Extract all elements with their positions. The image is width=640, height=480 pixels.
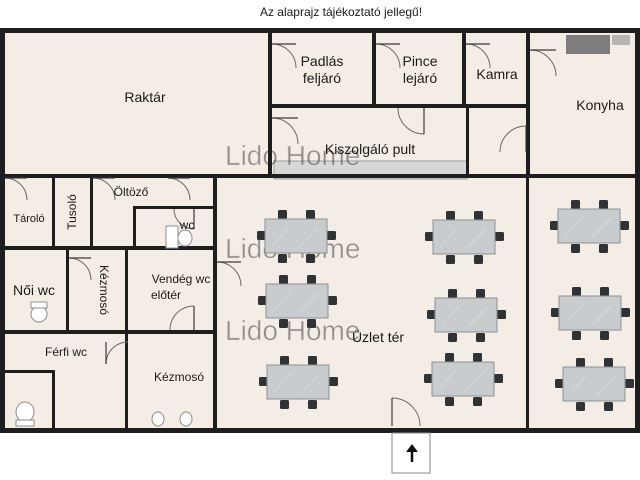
dining-tables — [257, 200, 634, 411]
disclaimer-text: Az alaprajz tájékoztató jellegű! — [260, 5, 422, 19]
label-kezmoso: Kézmosó — [154, 370, 204, 384]
label-raktar: Raktár — [124, 89, 166, 105]
label-vendeg-1: Vendég wc — [152, 272, 211, 286]
label-wc: wc — [179, 218, 195, 232]
up-arrow-icon — [406, 444, 418, 462]
walls — [0, 28, 640, 433]
dining-table-icon — [427, 289, 506, 342]
label-pince-1: Pince — [402, 53, 437, 69]
dining-table-icon — [424, 353, 503, 406]
dining-table-icon — [257, 210, 336, 263]
label-kezmoso-vertical: Kézmosó — [97, 265, 111, 315]
label-padlas-2: feljáró — [303, 70, 341, 86]
label-noi-wc: Női wc — [13, 282, 55, 298]
cooktop-icon — [566, 35, 610, 54]
label-vendeg-2: előtér — [151, 288, 181, 302]
label-pince-2: lejáró — [403, 70, 437, 86]
dining-table-icon — [551, 287, 630, 340]
label-tarolo: Tároló — [13, 213, 44, 225]
dining-table-icon — [259, 356, 338, 409]
toilet-icon — [30, 301, 48, 323]
label-konyha: Konyha — [576, 97, 624, 113]
dining-table-icon — [550, 200, 629, 253]
label-kiszolgalo: Kiszolgáló pult — [325, 141, 415, 157]
label-oltozo: Öltöző — [114, 185, 149, 199]
sink-icon — [151, 411, 193, 427]
hood-icon — [612, 35, 630, 45]
dining-table-icon — [425, 211, 504, 264]
dining-table-icon — [258, 275, 337, 328]
dining-table-icon — [555, 358, 634, 411]
toilet-icon — [15, 401, 35, 427]
room-labels: Raktár Padlás feljáró Pince lejáró Kamra… — [13, 53, 624, 384]
label-kamra: Kamra — [476, 66, 517, 82]
label-ferfi-wc: Férfi wc — [45, 345, 87, 359]
svg-text:Lido Home: Lido Home — [225, 315, 360, 346]
svg-text:Lido Home: Lido Home — [225, 140, 360, 171]
label-padlas-1: Padlás — [301, 53, 344, 69]
toilet-icon — [165, 225, 193, 249]
label-tusolo: Tusoló — [65, 194, 79, 230]
doors — [4, 43, 557, 427]
label-uzlet: Üzlet tér — [352, 328, 404, 345]
